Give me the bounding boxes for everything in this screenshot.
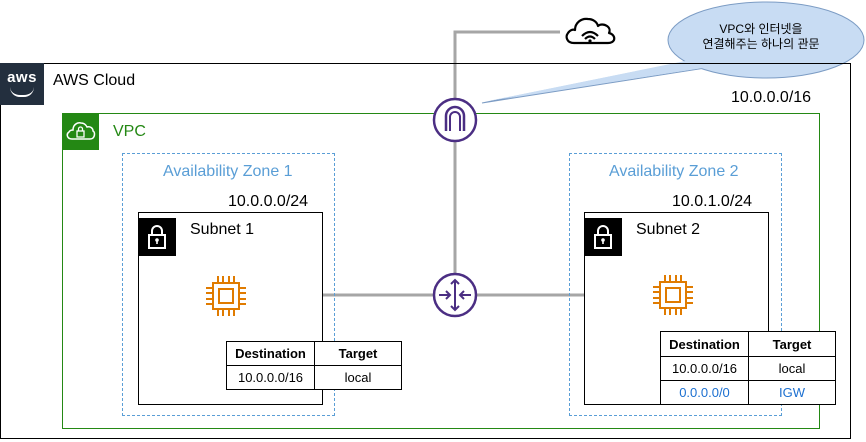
route-table-2: Destination Target 10.0.0.0/16 local 0.0… [660, 331, 836, 405]
ec2-instance-icon [653, 275, 693, 315]
destination-cell: 10.0.0.0/16 [660, 356, 749, 381]
availability-zone-1-label: Availability Zone 1 [163, 163, 293, 180]
internet-gateway-icon [432, 97, 478, 143]
ec2-instance-icon [206, 276, 246, 316]
vpc-label: VPC [113, 123, 146, 140]
table-header-row: Destination Target [226, 341, 402, 366]
callout-line-2: 연결해주는 하나의 관문 [702, 37, 820, 51]
aws-logo: aws [0, 63, 44, 105]
target-cell: local [748, 356, 836, 381]
aws-logo-smile-icon [10, 87, 34, 97]
callout-line-1: VPC와 인터넷을 [719, 22, 803, 36]
availability-zone-1 [122, 153, 335, 416]
header-destination: Destination [226, 341, 315, 366]
header-destination: Destination [660, 331, 749, 357]
router-icon [432, 272, 478, 318]
target-cell: IGW [748, 380, 836, 405]
vpc-cidr: 10.0.0.0/16 [731, 89, 812, 106]
header-target: Target [748, 331, 836, 357]
target-cell: local [314, 365, 402, 390]
availability-zone-2-label: Availability Zone 2 [609, 163, 739, 180]
vpc-cloud-lock-icon [62, 113, 99, 150]
destination-cell: 0.0.0.0/0 [660, 380, 749, 405]
table-header-row: Destination Target [660, 331, 836, 357]
callout-text: VPC와 인터넷을 연결해주는 하나의 관문 [680, 22, 842, 52]
internet-cloud-icon [565, 17, 616, 45]
header-target: Target [314, 341, 402, 366]
table-row: 10.0.0.0/16 local [226, 365, 402, 390]
destination-cell: 10.0.0.0/16 [226, 365, 315, 390]
subnet-2-label: Subnet 2 [636, 221, 701, 238]
subnet-1-cidr: 10.0.0.0/24 [228, 193, 309, 210]
subnet-2-cidr: 10.0.1.0/24 [672, 193, 753, 210]
table-row: 0.0.0.0/0 IGW [660, 380, 836, 405]
subnet-1-label: Subnet 1 [190, 221, 255, 238]
aws-cloud-group [0, 63, 851, 439]
availability-zone-2 [569, 153, 782, 416]
table-row: 10.0.0.0/16 local [660, 356, 836, 381]
padlock-icon [584, 218, 622, 256]
internet-link-line [453, 30, 560, 120]
callout-bubble [481, 1, 865, 104]
aws-logo-text: aws [7, 69, 37, 86]
route-table-1: Destination Target 10.0.0.0/16 local [226, 341, 402, 390]
padlock-icon [138, 218, 176, 256]
aws-cloud-label: AWS Cloud [53, 72, 136, 89]
